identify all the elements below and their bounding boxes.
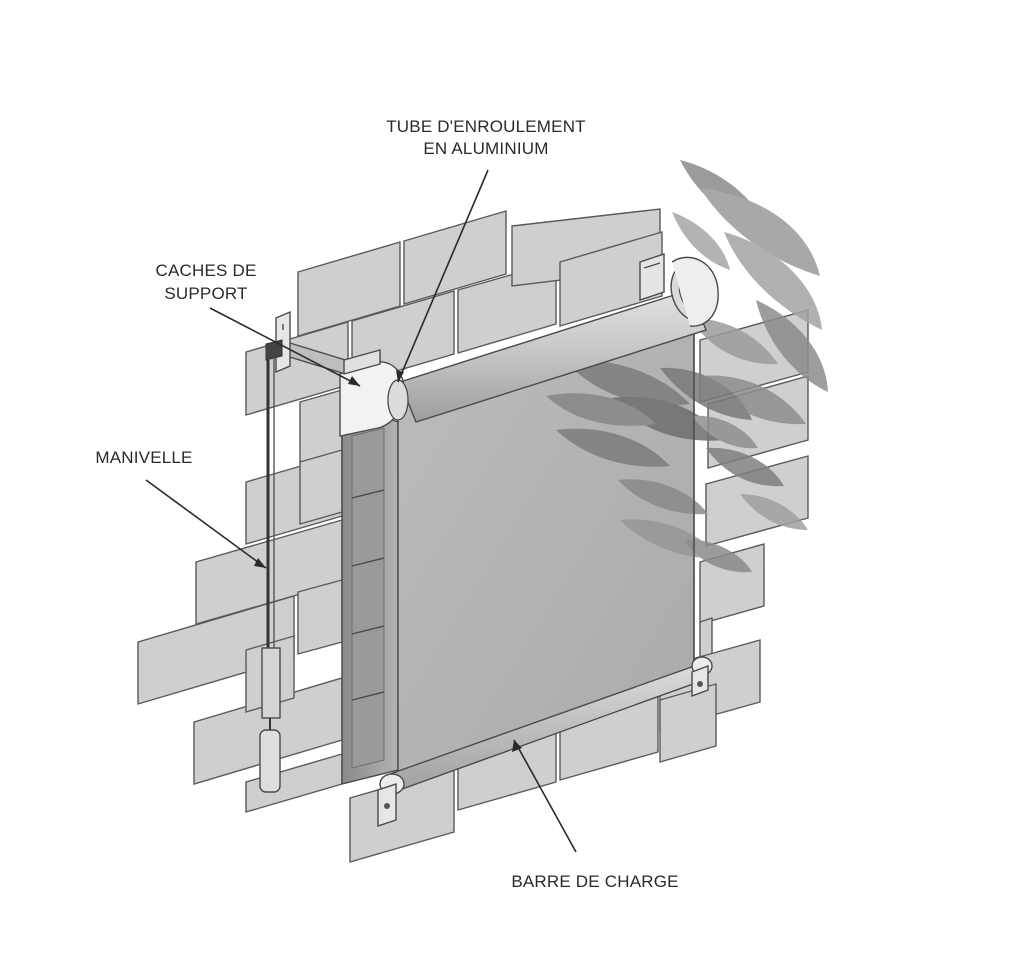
callout-labels: TUBE D'ENROULEMENT EN ALUMINIUM CACHES D… [95, 117, 678, 891]
tube-leader [397, 169, 489, 383]
tube-label-line1: TUBE D'ENROULEMENT [386, 117, 586, 136]
caches-leader [209, 307, 361, 387]
caches-label-line1: CACHES DE [156, 261, 257, 280]
window-reveal [341, 409, 399, 785]
bracket-cover [279, 339, 409, 437]
roller-tube [399, 256, 719, 423]
manivelle-label: MANIVELLE [95, 448, 192, 467]
barre-label: BARRE DE CHARGE [511, 872, 678, 891]
tube-label-line2: EN ALUMINIUM [423, 139, 548, 158]
barre-leader [513, 739, 577, 853]
leader-lines [145, 169, 577, 853]
load-bar [377, 656, 713, 827]
bracket-icon [639, 253, 665, 301]
caches-label-line2: SUPPORT [164, 284, 247, 303]
leaves-icon [546, 160, 828, 573]
crank-handle-icon [259, 310, 291, 793]
manivelle-leader [145, 479, 267, 569]
